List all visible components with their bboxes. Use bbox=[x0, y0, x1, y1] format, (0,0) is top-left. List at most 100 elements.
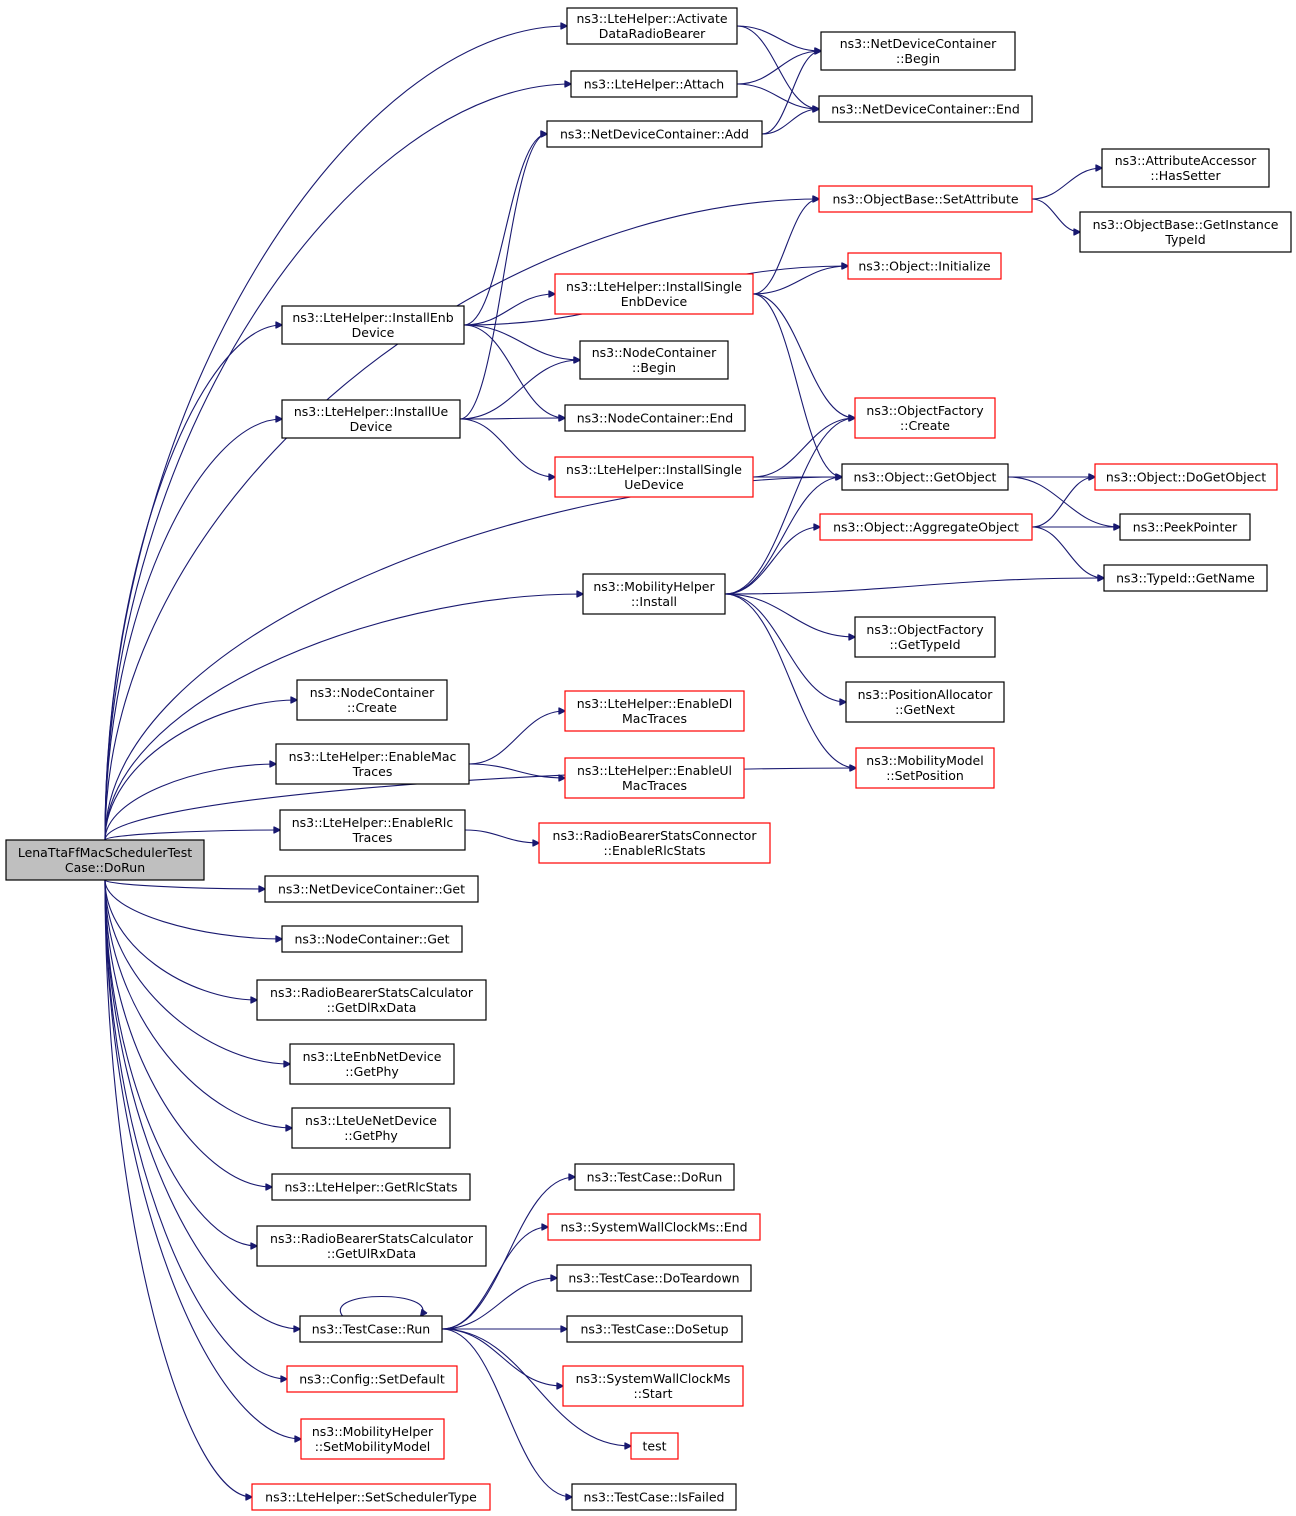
edge-lte-attach-to-ndc-end bbox=[736, 83, 819, 109]
node-box bbox=[820, 31, 1016, 71]
node-label-line: ::SetMobilityModel bbox=[315, 1439, 431, 1454]
edge-lte-ienb-to-nc-begin bbox=[463, 324, 580, 360]
node-label-line: Traces bbox=[352, 830, 393, 845]
graph-node-mob-install[interactable]: ns3::MobilityHelper::Install bbox=[582, 573, 726, 615]
graph-node-ndc-get[interactable]: ns3::NetDeviceContainer::Get bbox=[264, 875, 479, 903]
edge-lte-iue-to-ndc-add bbox=[459, 134, 547, 420]
graph-node-ndc-add[interactable]: ns3::NetDeviceContainer::Add bbox=[546, 120, 763, 148]
node-label-line: ns3::LteHelper::GetRlcStats bbox=[284, 1180, 457, 1195]
node-box bbox=[574, 1163, 735, 1191]
graph-node-tc-run[interactable]: ns3::TestCase::Run bbox=[299, 1315, 443, 1343]
node-label-line: ns3::NodeContainer::End bbox=[577, 411, 733, 426]
graph-node-uend-getphy[interactable]: ns3::LteUeNetDevice::GetPhy bbox=[291, 1107, 451, 1149]
graph-node-of-gettypeid[interactable]: ns3::ObjectFactory::GetTypeId bbox=[854, 616, 996, 658]
edge-lte-ienb-to-nc-end bbox=[463, 324, 565, 418]
edge-lte-enablerlc-to-rbsc-enable bbox=[464, 829, 539, 843]
node-label-line: ns3::ObjectFactory bbox=[866, 622, 984, 637]
graph-node-obj-init[interactable]: ns3::Object::Initialize bbox=[847, 252, 1002, 280]
edge-root-to-lte-enablerlc bbox=[104, 830, 280, 841]
graph-node-obj-aggr[interactable]: ns3::Object::AggregateObject bbox=[819, 513, 1033, 541]
node-box bbox=[251, 1483, 491, 1511]
node-label-line: ns3::NodeContainer bbox=[310, 685, 435, 700]
graph-node-rbsc-enable[interactable]: ns3::RadioBearerStatsConnector::EnableRl… bbox=[538, 822, 771, 864]
edge-root-to-rbscalc-dl bbox=[104, 879, 257, 1000]
node-label-line: Case::DoRun bbox=[65, 860, 145, 875]
node-box bbox=[289, 1043, 455, 1085]
graph-node-nc-begin[interactable]: ns3::NodeContainer::Begin bbox=[579, 340, 729, 380]
graph-node-test[interactable]: test bbox=[630, 1432, 679, 1460]
edges-layer bbox=[104, 25, 1120, 1497]
edge-root-to-nc-create bbox=[104, 700, 297, 841]
graph-node-peekpointer[interactable]: ns3::PeekPointer bbox=[1119, 513, 1251, 541]
graph-node-attr-hassetter[interactable]: ns3::AttributeAccessor::HasSetter bbox=[1101, 148, 1270, 188]
edge-lte-isenb-to-of-create bbox=[752, 293, 855, 418]
edge-lte-iue-to-nc-begin bbox=[459, 360, 580, 420]
graph-node-tc-isfailed[interactable]: ns3::TestCase::IsFailed bbox=[571, 1483, 737, 1511]
graph-node-lte-attach[interactable]: ns3::LteHelper::Attach bbox=[570, 70, 738, 98]
node-box bbox=[256, 1225, 487, 1267]
graph-node-nc-end[interactable]: ns3::NodeContainer::End bbox=[564, 404, 746, 432]
edge-tc-run-to-swc-start bbox=[441, 1328, 563, 1386]
graph-node-nc-get[interactable]: ns3::NodeContainer::Get bbox=[281, 925, 463, 953]
graph-node-typeid-getname[interactable]: ns3::TypeId::GetName bbox=[1103, 564, 1268, 592]
node-box bbox=[546, 120, 763, 148]
node-label-line: ns3::MobilityHelper bbox=[312, 1424, 434, 1439]
edge-root-to-lte-enablemac bbox=[104, 764, 276, 841]
node-label-line: ns3::LteUeNetDevice bbox=[305, 1113, 437, 1128]
graph-node-enbnd-getphy[interactable]: ns3::LteEnbNetDevice::GetPhy bbox=[289, 1043, 455, 1085]
node-label-line: MacTraces bbox=[622, 778, 687, 793]
node-label-line: ns3::NetDeviceContainer::Get bbox=[278, 882, 465, 897]
graph-node-swc-start[interactable]: ns3::SystemWallClockMs::Start bbox=[562, 1365, 744, 1407]
edge-lte-attach-to-ndc-begin bbox=[736, 51, 821, 85]
graph-node-lte-setsched[interactable]: ns3::LteHelper::SetSchedulerType bbox=[251, 1483, 491, 1511]
graph-node-ob-setattr[interactable]: ns3::ObjectBase::SetAttribute bbox=[818, 185, 1033, 213]
graph-node-obj-getobj[interactable]: ns3::Object::GetObject bbox=[841, 463, 1009, 491]
edge-lte-activate-to-ndc-end bbox=[736, 25, 819, 109]
graph-node-of-create[interactable]: ns3::ObjectFactory::Create bbox=[854, 397, 996, 439]
graph-node-pa-getnext[interactable]: ns3::PositionAllocator::GetNext bbox=[845, 681, 1005, 723]
node-box bbox=[5, 839, 205, 881]
graph-node-ndc-end[interactable]: ns3::NetDeviceContainer::End bbox=[818, 95, 1033, 123]
graph-node-tc-doteardown[interactable]: ns3::TestCase::DoTeardown bbox=[556, 1264, 752, 1292]
node-label-line: ::Install bbox=[631, 594, 677, 609]
node-label-line: ns3::Object::GetObject bbox=[854, 470, 997, 485]
graph-node-nc-create[interactable]: ns3::NodeContainer::Create bbox=[296, 679, 448, 721]
edge-root-to-mob-install bbox=[104, 594, 583, 841]
graph-node-tc-dorun[interactable]: ns3::TestCase::DoRun bbox=[574, 1163, 735, 1191]
node-box bbox=[630, 1432, 679, 1460]
node-label-line: ns3::NetDeviceContainer bbox=[840, 36, 997, 51]
node-box bbox=[582, 573, 726, 615]
graph-node-rbscalc-ul[interactable]: ns3::RadioBearerStatsCalculator::GetUlRx… bbox=[256, 1225, 487, 1267]
edge-ob-setattr-to-ob-getinst bbox=[1031, 198, 1080, 232]
graph-node-mob-setmodel[interactable]: ns3::MobilityHelper::SetMobilityModel bbox=[300, 1418, 445, 1460]
graph-node-tc-dosetup[interactable]: ns3::TestCase::DoSetup bbox=[566, 1315, 743, 1343]
node-box bbox=[564, 757, 745, 799]
node-label-line: ns3::LteHelper::Attach bbox=[584, 77, 725, 92]
node-box bbox=[566, 1315, 743, 1343]
node-label-line: ns3::LteHelper::EnableDl bbox=[577, 696, 733, 711]
node-label-line: UeDevice bbox=[624, 477, 684, 492]
node-box bbox=[281, 399, 461, 439]
edge-root-to-lte-setsched bbox=[104, 879, 252, 1497]
graph-node-obj-dogetobj[interactable]: ns3::Object::DoGetObject bbox=[1094, 463, 1278, 491]
graph-node-config-setdef[interactable]: ns3::Config::SetDefault bbox=[286, 1365, 458, 1393]
node-label-line: ::Begin bbox=[632, 360, 676, 375]
graph-node-rbscalc-dl[interactable]: ns3::RadioBearerStatsCalculator::GetDlRx… bbox=[256, 979, 487, 1021]
node-label-line: ns3::LteHelper::EnableUl bbox=[577, 763, 732, 778]
graph-node-mm-setpos[interactable]: ns3::MobilityModel::SetPosition bbox=[855, 747, 995, 789]
graph-node-ndc-begin[interactable]: ns3::NetDeviceContainer::Begin bbox=[820, 31, 1016, 71]
node-label-line: ns3::ObjectBase::GetInstance bbox=[1093, 217, 1279, 232]
graph-node-swc-end[interactable]: ns3::SystemWallClockMs::End bbox=[547, 1213, 761, 1241]
graph-node-lte-getrlc[interactable]: ns3::LteHelper::GetRlcStats bbox=[271, 1173, 471, 1201]
